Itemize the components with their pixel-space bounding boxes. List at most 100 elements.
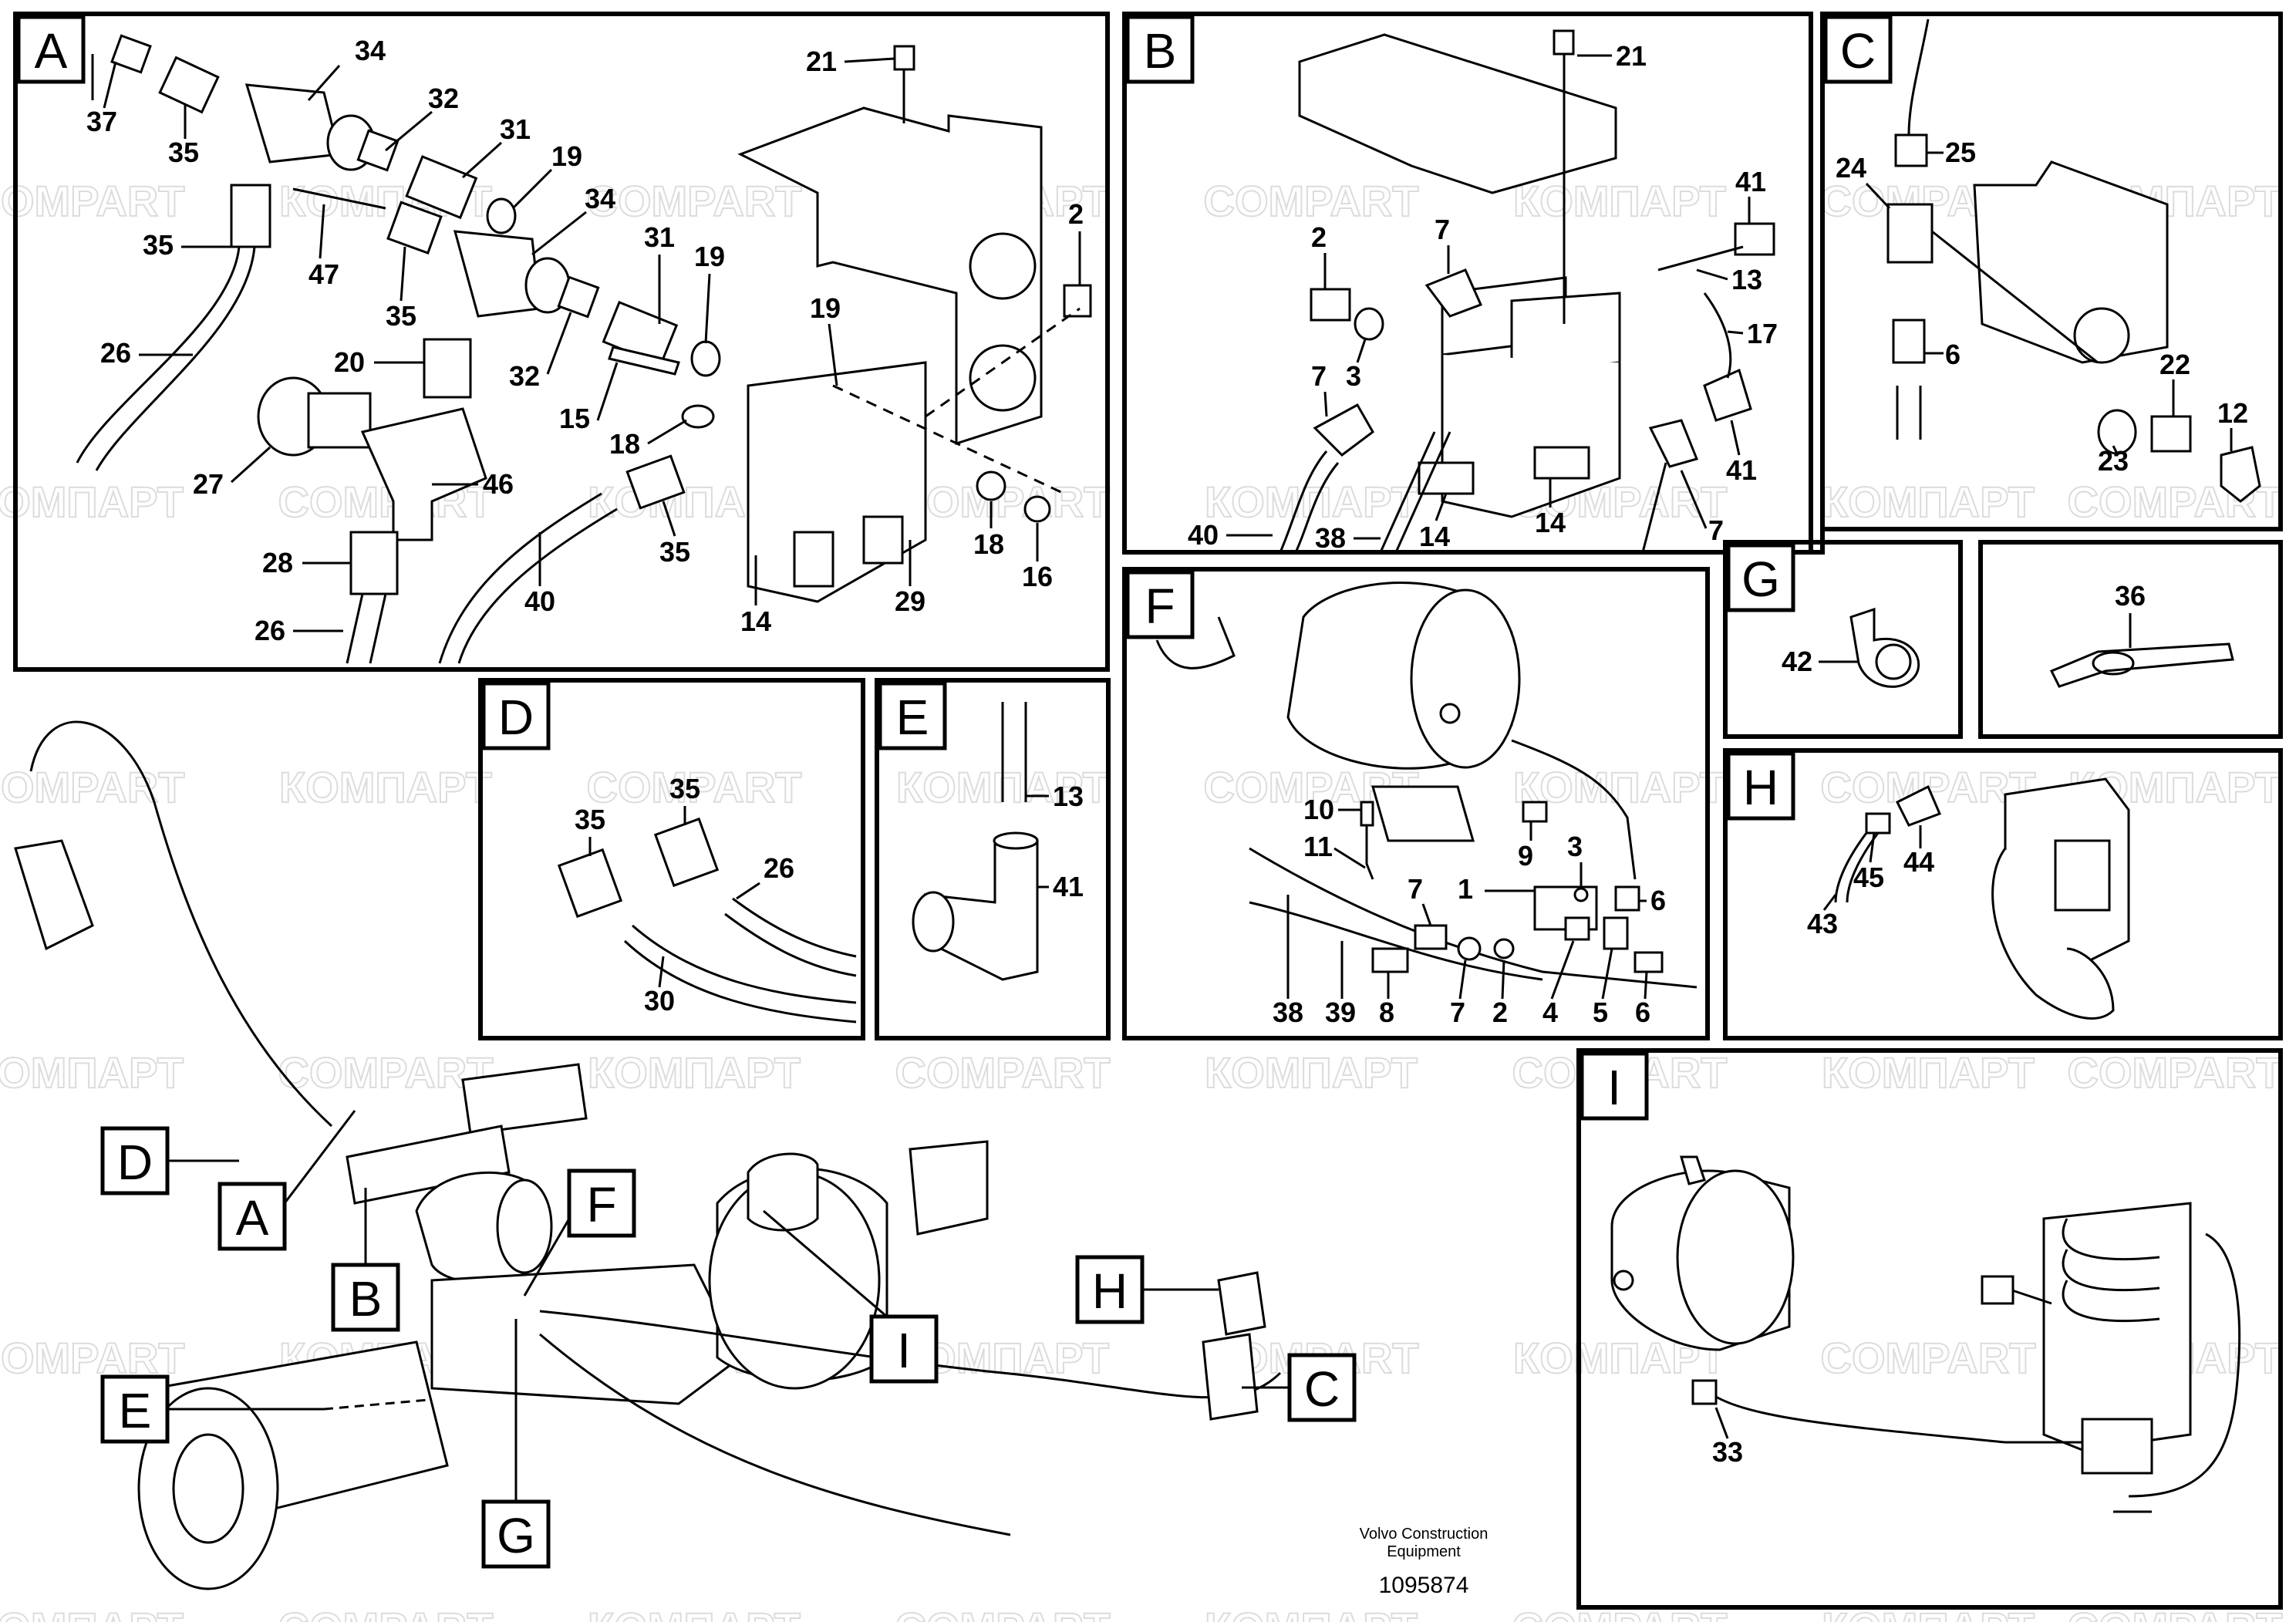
callout-label: 26 [255,615,285,646]
hose-40-b [1279,450,1328,553]
callout-label: 3 [1346,360,1361,392]
callout-label: 41 [1053,871,1084,902]
tee-46 [360,407,487,541]
watermark-text: COMPART [895,1603,1111,1622]
overview-callout-f: F [523,1168,636,1297]
panel-i-letter-text: I [1607,1060,1621,1115]
watermark-text: COMPART [587,763,802,811]
panel-i-callouts: 33 [1712,1407,1743,1468]
cable-tie-36 [2049,642,2234,688]
panel-c-letter-text: C [1840,23,1876,79]
connector-4 [1564,916,1590,941]
overview-callout-g-text: G [497,1508,535,1563]
watermark-text: КОМПАРТ [0,1048,184,1097]
callout-label: 26 [764,852,794,884]
callout-label: 41 [1726,454,1757,486]
bracket-f [1371,785,1475,842]
overview-callout-h-text: H [1092,1263,1128,1319]
callout-label: 41 [1735,166,1766,197]
valve-h-horn [1991,848,2115,1020]
overview-air-tank [747,1152,819,1232]
callout-label: 23 [2098,445,2129,477]
hose-26-d [732,897,857,958]
hose-40-b-edge [1294,462,1340,553]
sensor-27-body [307,392,372,449]
overview-callout-d: D [100,1126,239,1195]
panel-h-artwork [1834,777,2130,1020]
watermark-text: КОМПАРТ [588,1603,801,1622]
overview-callout-c: C [1242,1353,1357,1422]
callout-label: 27 [193,468,224,500]
callout-label: 37 [86,106,117,137]
hose-26-edge [95,246,256,471]
panel-h-letter-text: H [1743,760,1778,815]
callout-label: 15 [559,403,590,434]
bracket-plate [1298,33,1617,194]
fitting-37 [110,34,152,74]
callout-label: 2 [1492,996,1508,1028]
callout-label: 31 [500,113,531,145]
callout-label: 24 [1836,152,1866,184]
washer-18 [681,404,715,429]
panel-e-letter: E [878,681,947,750]
hose-26-lower-edge [369,593,387,664]
fitting-41-b [1734,222,1775,256]
assembly-line-c [1931,230,2099,364]
valve-port-b2 [1533,446,1590,480]
watermark-text: COMPART [895,1048,1111,1097]
tee-5 [1603,916,1629,950]
callout-label: 1 [1458,873,1473,905]
panel-b-artwork [1279,29,1775,553]
panel-g-letter-text: G [1741,551,1780,607]
connector-22 [2150,415,2192,453]
callout-label: 40 [1188,519,1219,551]
panel-f-artwork [1155,582,1698,989]
callout-label: 12 [2217,397,2248,429]
overview-brake-chamber-end [496,1179,553,1274]
clamp-42-ring [1875,643,1912,680]
callout-label: 4 [1542,996,1558,1028]
valve-port-b [1418,461,1475,495]
hose-26-lower [346,593,364,664]
callout-label: 6 [1650,885,1666,916]
callout-label: 7 [1311,360,1327,392]
panel-e-callouts: 13 41 [1026,781,1084,902]
adapter-35-d2 [653,817,720,888]
bracket-hole [969,232,1037,300]
footer-company-line1: Volvo Construction [1360,1526,1489,1543]
watermark-text: КОМПАРТ [1205,477,1418,526]
washer-19b [690,340,721,377]
overview-axle-housing [430,1263,742,1405]
callout-label: 13 [1731,264,1762,295]
panel-f-letter: F [1125,570,1195,639]
panel-c-letter: C [1823,15,1893,84]
panel-h-frame [1723,748,2283,1040]
panel-b-callouts: 21 41 2 7 13 17 7 3 41 40 38 14 14 7 [1188,40,1778,554]
hose-c-lower [1896,386,1922,440]
callout-label: 19 [694,241,725,272]
panel-i-artwork [1610,1155,2241,1513]
panel-e-frame [875,678,1111,1040]
callout-label: 7 [1708,514,1724,546]
callout-label: 14 [1535,507,1566,538]
plug-2 [1063,284,1092,318]
adapter-35d [625,454,686,510]
panel-h-letter: H [1726,751,1795,821]
plug-2-b [1310,288,1351,322]
callout-label: 35 [659,536,690,568]
overview-callout-e: E [100,1374,429,1444]
hose-40 [438,492,602,664]
callout-label: 40 [524,585,555,617]
watermark-text: КОМПАРТ [1822,477,2035,526]
callout-label: 3 [1567,831,1583,862]
hose-33-fitting [1691,1379,1718,1405]
panel-b-letter: B [1125,15,1195,84]
tee-24 [1886,203,1934,264]
hose-38-f [1249,847,1698,989]
panel-g-callouts: 42 [1782,646,1859,677]
callout-label: 6 [1635,996,1650,1028]
callout-label: 14 [1419,521,1450,552]
callout-label: 35 [575,804,605,835]
overview-valve-block [346,1125,511,1205]
adapter-35-d1 [557,848,623,919]
